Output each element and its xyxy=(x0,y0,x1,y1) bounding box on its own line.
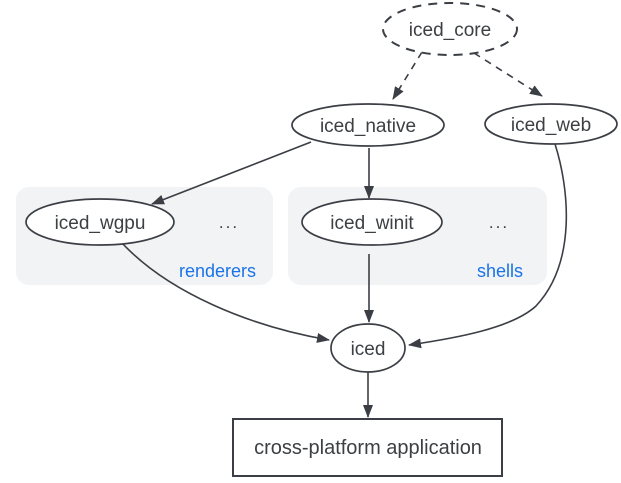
renderers-ellipsis: ... xyxy=(219,213,239,232)
node-iced-web-label: iced_web xyxy=(511,115,591,136)
node-iced-winit xyxy=(301,198,443,246)
node-iced-core xyxy=(382,2,518,56)
group-label-renderers: renderers xyxy=(179,261,256,281)
edge-iced_wgpu-to-iced xyxy=(121,242,330,343)
node-iced-native xyxy=(291,103,445,147)
edge-iced_web-to-iced xyxy=(408,143,568,349)
node-iced-wgpu xyxy=(25,198,175,246)
node-iced-label: iced xyxy=(351,339,386,360)
node-iced-wgpu-label: iced_wgpu xyxy=(55,213,146,234)
shells-ellipsis: ... xyxy=(489,213,509,232)
edge-iced_core-to-iced_native xyxy=(392,51,423,100)
node-iced-core-label: iced_core xyxy=(409,20,491,41)
node-iced xyxy=(330,323,406,373)
edge-iced_core-to-iced_web xyxy=(473,52,543,97)
node-iced-native-label: iced_native xyxy=(320,116,416,137)
node-cross-platform-application-label: cross-platform application xyxy=(254,437,482,459)
group-label-shells: shells xyxy=(477,261,523,281)
node-iced-winit-label: iced_winit xyxy=(330,213,414,234)
node-iced-web xyxy=(484,103,618,145)
node-cross-platform-application xyxy=(232,418,503,477)
edge-iced_native-to-iced_wgpu xyxy=(151,141,312,205)
